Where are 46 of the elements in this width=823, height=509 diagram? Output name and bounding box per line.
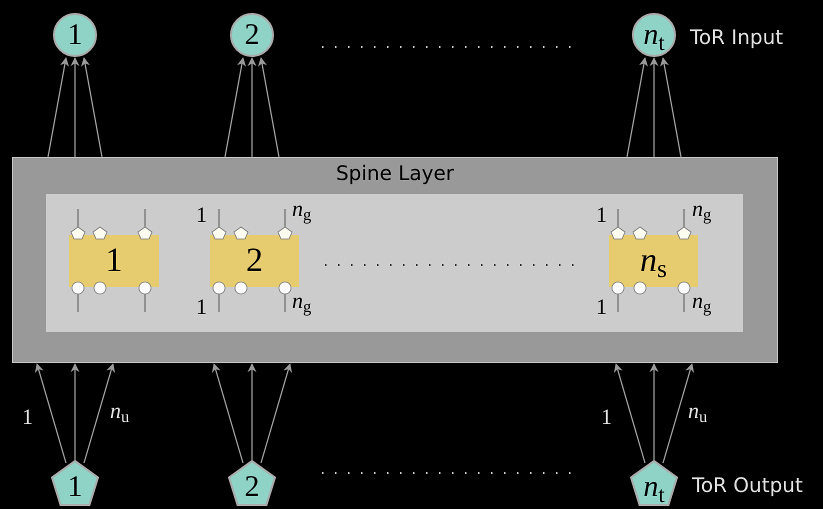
arrow	[83, 363, 116, 464]
arrow	[34, 363, 67, 464]
arrow	[248, 363, 256, 460]
arrow	[248, 57, 256, 157]
arrow	[650, 363, 658, 460]
node-label: 2	[246, 244, 263, 278]
arrow	[258, 57, 280, 158]
arrow	[70, 363, 80, 460]
node-label: 1	[68, 20, 82, 50]
port-count-label: n$_{u}$	[110, 400, 130, 422]
node-label: n$_{t}$	[643, 472, 665, 502]
port-count-label: 1	[596, 296, 607, 318]
port-count-label: 1	[196, 204, 207, 226]
arrow	[650, 57, 658, 157]
node-label: 1	[68, 472, 82, 502]
node-label: 2	[244, 472, 260, 502]
arrow	[614, 363, 646, 464]
output-pentagon	[51, 460, 99, 506]
row-caption: ToR Input	[690, 24, 784, 51]
port-count-label: 1	[196, 296, 207, 318]
output-pentagon	[630, 460, 678, 506]
arrow	[212, 363, 244, 464]
port-count-label: n$_{u}$	[688, 400, 708, 422]
port-count-label: 1	[596, 204, 607, 226]
row-caption: ToR Output	[692, 472, 803, 499]
spine-layer-box	[12, 157, 778, 363]
arrow	[660, 57, 682, 158]
node-label: n$_{s}$	[640, 244, 667, 278]
port-count-label: 1	[22, 406, 33, 428]
node-label: n$_{t}$	[643, 20, 665, 50]
arrow	[47, 57, 69, 158]
inner-panel	[46, 194, 743, 332]
port-count-label: 1	[601, 406, 612, 428]
node-label: Spine Layer	[336, 161, 454, 185]
arrow	[662, 363, 694, 464]
arrow	[70, 57, 80, 157]
arrow	[224, 57, 246, 158]
spine-switch-box	[210, 235, 299, 287]
spine-switch-box	[609, 235, 698, 287]
node-label: 2	[244, 20, 260, 50]
spine-switch-box	[69, 235, 159, 287]
arrow	[81, 57, 103, 158]
arrow	[260, 363, 292, 464]
node-label: 1	[106, 244, 122, 278]
arrow	[626, 57, 648, 158]
output-pentagon	[228, 460, 276, 506]
